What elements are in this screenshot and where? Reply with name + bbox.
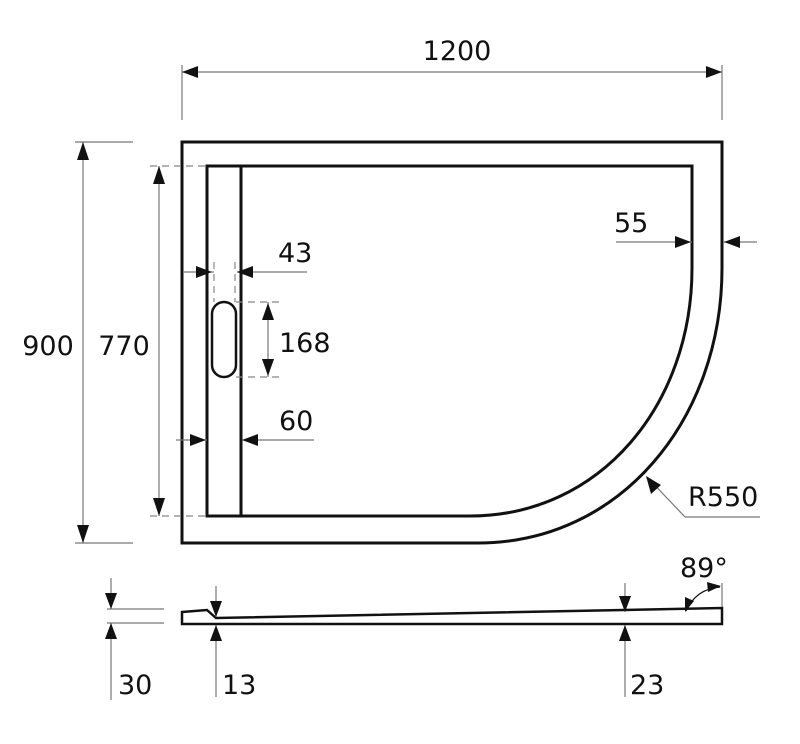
channel-width-label: 60 bbox=[279, 406, 313, 437]
inner-depth-label: 770 bbox=[98, 331, 150, 362]
max-thickness-label: 23 bbox=[630, 670, 664, 701]
rim-width-label: 55 bbox=[614, 208, 648, 239]
profile-view bbox=[180, 606, 724, 626]
tray-inner-outline bbox=[205, 164, 694, 518]
dim-rim-width: 55 bbox=[614, 208, 757, 248]
dim-min-thickness: 13 bbox=[210, 586, 256, 701]
total-height-label: 30 bbox=[118, 670, 152, 701]
tray-outer-outline bbox=[180, 140, 724, 545]
dim-channel-width: 60 bbox=[176, 406, 314, 446]
radius-label: R550 bbox=[688, 482, 758, 513]
plan-view bbox=[180, 140, 724, 545]
dim-inner-depth: 770 bbox=[98, 165, 207, 517]
dim-radius: R550 bbox=[646, 476, 760, 518]
drain-slot-length-label: 168 bbox=[279, 328, 331, 359]
overall-width-label: 1200 bbox=[423, 36, 492, 67]
edge-angle-label: 89° bbox=[680, 553, 728, 584]
min-thickness-label: 13 bbox=[222, 670, 256, 701]
dim-total-height: 30 bbox=[105, 578, 164, 701]
dim-edge-angle: 89° bbox=[680, 553, 728, 612]
overall-depth-label: 900 bbox=[22, 331, 74, 362]
dim-drain-slot-length: 168 bbox=[236, 301, 331, 378]
drain-slot bbox=[210, 300, 238, 379]
dim-drain-slot-width: 43 bbox=[183, 238, 312, 302]
drain-slot-width-label: 43 bbox=[278, 238, 312, 269]
tray-profile bbox=[180, 606, 724, 626]
dim-max-thickness: 23 bbox=[619, 583, 664, 701]
dim-overall-depth: 900 bbox=[22, 141, 133, 544]
dim-overall-width: 1200 bbox=[181, 36, 723, 120]
